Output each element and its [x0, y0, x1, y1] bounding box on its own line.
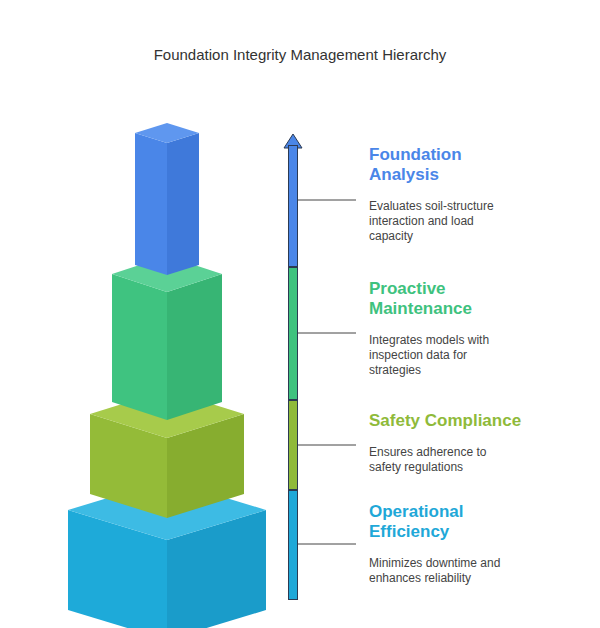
leader-line	[298, 333, 356, 334]
stack-block	[135, 123, 199, 275]
level-texts: Foundation AnalysisEvaluates soil-struct…	[369, 145, 514, 244]
level-texts: Safety ComplianceEnsures adherence to sa…	[369, 411, 569, 475]
level-band: Operational EfficiencyMinimizes downtime…	[288, 490, 568, 600]
level-description: Integrates models with inspection data f…	[369, 333, 514, 378]
level-heading: Safety Compliance	[369, 411, 569, 431]
level-heading: Operational Efficiency	[369, 502, 509, 542]
leader-line	[298, 544, 356, 545]
level-bar	[288, 490, 298, 600]
level-texts: Operational EfficiencyMinimizes downtime…	[369, 502, 514, 586]
level-bar	[288, 267, 298, 400]
stack-block	[112, 256, 222, 420]
level-band: Proactive MaintenanceIntegrates models w…	[288, 267, 568, 400]
leader-lines	[298, 200, 356, 544]
level-band: Foundation AnalysisEvaluates soil-struct…	[288, 145, 568, 267]
level-heading: Proactive Maintenance	[369, 279, 509, 319]
level-description: Evaluates soil-structure interaction and…	[369, 199, 514, 244]
level-description: Minimizes downtime and enhances reliabil…	[369, 556, 514, 586]
level-heading: Foundation Analysis	[369, 145, 489, 185]
level-texts: Proactive MaintenanceIntegrates models w…	[369, 279, 514, 378]
level-bar	[288, 145, 298, 267]
diagram-title: Foundation Integrity Management Hierarch…	[0, 46, 600, 63]
level-description: Ensures adherence to safety regulations	[369, 445, 514, 475]
leader-line	[298, 445, 356, 446]
leader-line	[298, 200, 356, 201]
level-band: Safety ComplianceEnsures adherence to sa…	[288, 400, 568, 490]
level-bar	[288, 400, 298, 490]
